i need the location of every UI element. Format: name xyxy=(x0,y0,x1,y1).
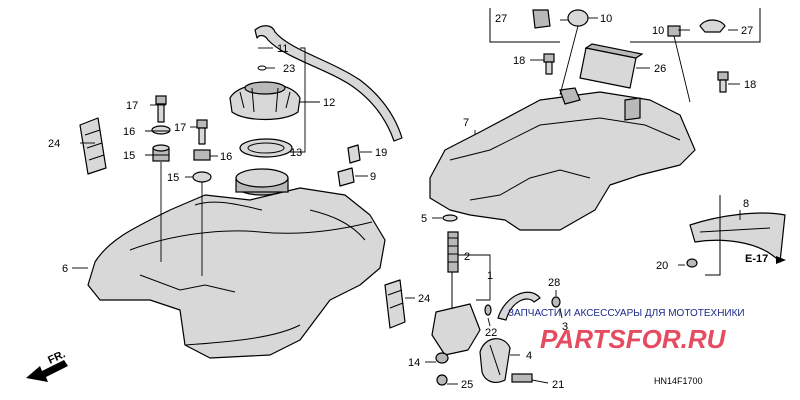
callout-17b: 17 xyxy=(174,122,186,134)
callout-21: 21 xyxy=(552,379,564,391)
fuel-strainer xyxy=(447,231,459,312)
callout-13: 13 xyxy=(290,147,302,159)
callout-24a: 24 xyxy=(48,138,60,150)
screw xyxy=(511,373,533,383)
callout-24b: 24 xyxy=(418,293,430,305)
callout-25: 25 xyxy=(461,379,473,391)
diagram-code: HN14F1700 xyxy=(654,376,703,386)
valve-lever xyxy=(479,338,511,383)
fuel-cap xyxy=(229,81,301,121)
callout-12: 12 xyxy=(323,97,335,109)
ref-arrow-icon xyxy=(776,256,786,264)
callout-10b: 10 xyxy=(652,25,664,37)
callout-28: 28 xyxy=(548,277,560,289)
fuel-hose xyxy=(497,291,541,321)
callout-10a: 10 xyxy=(600,13,612,25)
watermark-caption: ЗАПЧАСТИ И АКСЕССУАРЫ ДЛЯ МОТОТЕХНИКИ xyxy=(508,308,745,319)
callout-4: 4 xyxy=(526,350,532,362)
hose-clip xyxy=(551,296,561,308)
breather-joint xyxy=(347,144,361,164)
tank-heat-guard xyxy=(429,87,696,231)
fuel-tank xyxy=(87,168,386,359)
callout-labels: 1 2 3 4 5 6 7 8 9 10 10 11 12 13 14 15 1… xyxy=(46,13,768,391)
callout-16a: 16 xyxy=(123,126,135,138)
callout-19: 19 xyxy=(375,147,387,159)
callout-3: 3 xyxy=(562,321,568,333)
bolt-18-right xyxy=(717,71,729,93)
callout-16b: 16 xyxy=(220,151,232,163)
inset-box-left xyxy=(489,8,589,43)
callout-2: 2 xyxy=(464,251,470,263)
foam-pad xyxy=(579,43,644,89)
leader-lines xyxy=(72,17,741,385)
rubber-pad-bottom xyxy=(384,279,406,329)
rubber-pad-left xyxy=(79,117,107,175)
callout-11: 11 xyxy=(277,43,288,55)
callout-17a: 17 xyxy=(126,100,138,112)
bolt-18-left xyxy=(543,53,555,75)
callout-5: 5 xyxy=(421,213,427,225)
callout-14: 14 xyxy=(408,357,420,369)
grommet xyxy=(337,167,355,187)
washer xyxy=(442,214,458,222)
callout-18b: 18 xyxy=(744,79,756,91)
reference-label: E-17 xyxy=(745,253,768,265)
tube-clip xyxy=(257,65,267,71)
callout-26: 26 xyxy=(654,63,666,75)
callout-20: 20 xyxy=(656,260,668,272)
callout-9: 9 xyxy=(370,171,376,183)
callout-6: 6 xyxy=(62,263,68,275)
hose-clip-small xyxy=(484,304,492,316)
front-arrow-icon xyxy=(26,360,68,382)
watermark: ЗАПЧАСТИ И АКСЕССУАРЫ ДЛЯ МОТОТЕХНИКИ PA… xyxy=(508,308,745,354)
callout-15a: 15 xyxy=(123,150,135,162)
callout-23: 23 xyxy=(283,63,295,75)
watermark-site: PARTSFOR.RU xyxy=(540,324,727,354)
callout-27a: 27 xyxy=(495,13,507,25)
mount-bolt-left xyxy=(151,95,171,262)
callout-1: 1 xyxy=(487,270,493,282)
callout-15b: 15 xyxy=(167,172,179,184)
fuel-valve xyxy=(431,303,481,386)
cap-gasket xyxy=(239,138,293,158)
tank-bracket xyxy=(686,195,786,276)
breather-tube xyxy=(254,25,403,142)
callout-27b: 27 xyxy=(741,25,753,37)
callout-18a: 18 xyxy=(513,55,525,67)
callout-8: 8 xyxy=(743,198,749,210)
callout-22: 22 xyxy=(485,327,497,339)
callout-7: 7 xyxy=(463,117,469,129)
